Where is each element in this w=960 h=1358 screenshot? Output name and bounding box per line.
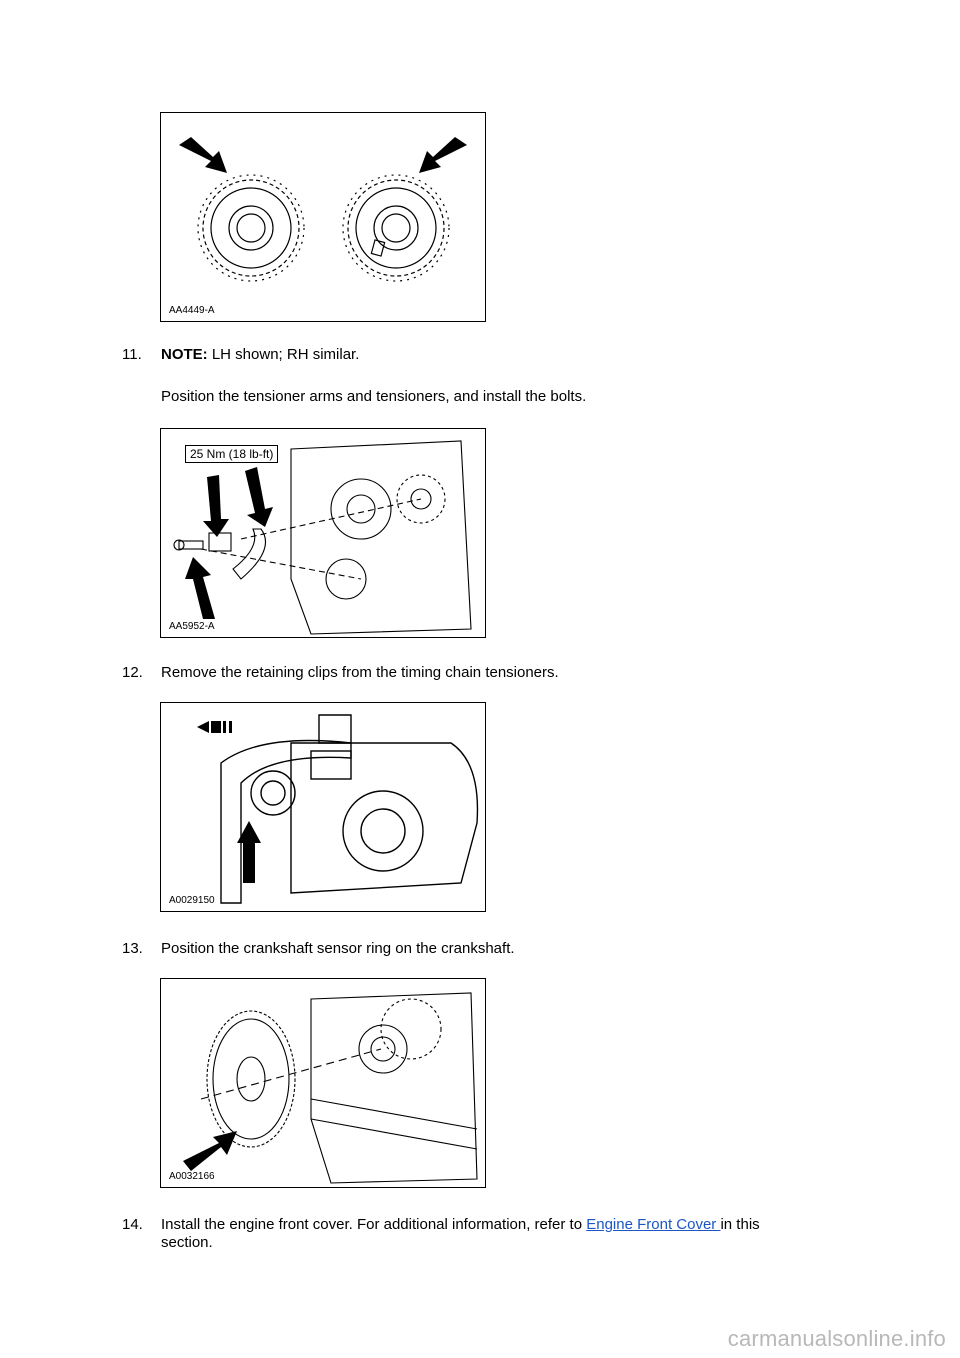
step-number: 12. (122, 664, 143, 681)
step-14-text-before: Install the engine front cover. For addi… (161, 1216, 587, 1233)
tensioner-illustration (173, 440, 472, 635)
note-text: LH shown; RH similar. (207, 346, 360, 363)
sprocket-illustration (179, 137, 467, 282)
step-11-text: Position the tensioner arms and tensione… (161, 388, 587, 405)
figure-crankshaft-sensor-ring: A0032166 (160, 978, 486, 1188)
figure-camshaft-sprockets: AA4449-A (160, 112, 486, 322)
step-12-text: Remove the retaining clips from the timi… (161, 664, 559, 681)
step-11-note: NOTE: LH shown; RH similar. (161, 346, 821, 364)
figure-id: A0032166 (169, 1171, 215, 1182)
engine-front-cover-link[interactable]: Engine Front Cover (586, 1216, 721, 1233)
sensor-ring-illustration (183, 992, 478, 1184)
figure-id: AA4449-A (169, 305, 215, 316)
step-number: 13. (122, 940, 143, 957)
step-number: 11. (122, 346, 142, 363)
note-label: NOTE: (161, 346, 208, 363)
step-13-text: Position the crankshaft sensor ring on t… (161, 940, 515, 957)
step-number: 14. (122, 1216, 143, 1233)
figure-tensioner-install: 25 Nm (18 lb-ft) AA5952-A (160, 428, 486, 638)
step-14-text-after: in this section. (161, 1216, 760, 1251)
watermark: carmanualsonline.info (727, 1326, 946, 1351)
step-14-text: Install the engine front cover. For addi… (161, 1216, 811, 1252)
torque-callout: 25 Nm (18 lb-ft) (185, 445, 279, 463)
figure-retaining-clip: A0029150 (160, 702, 486, 912)
figure-id: AA5952-A (169, 621, 215, 632)
retaining-clip-illustration (197, 714, 479, 904)
figure-id: A0029150 (169, 895, 215, 906)
